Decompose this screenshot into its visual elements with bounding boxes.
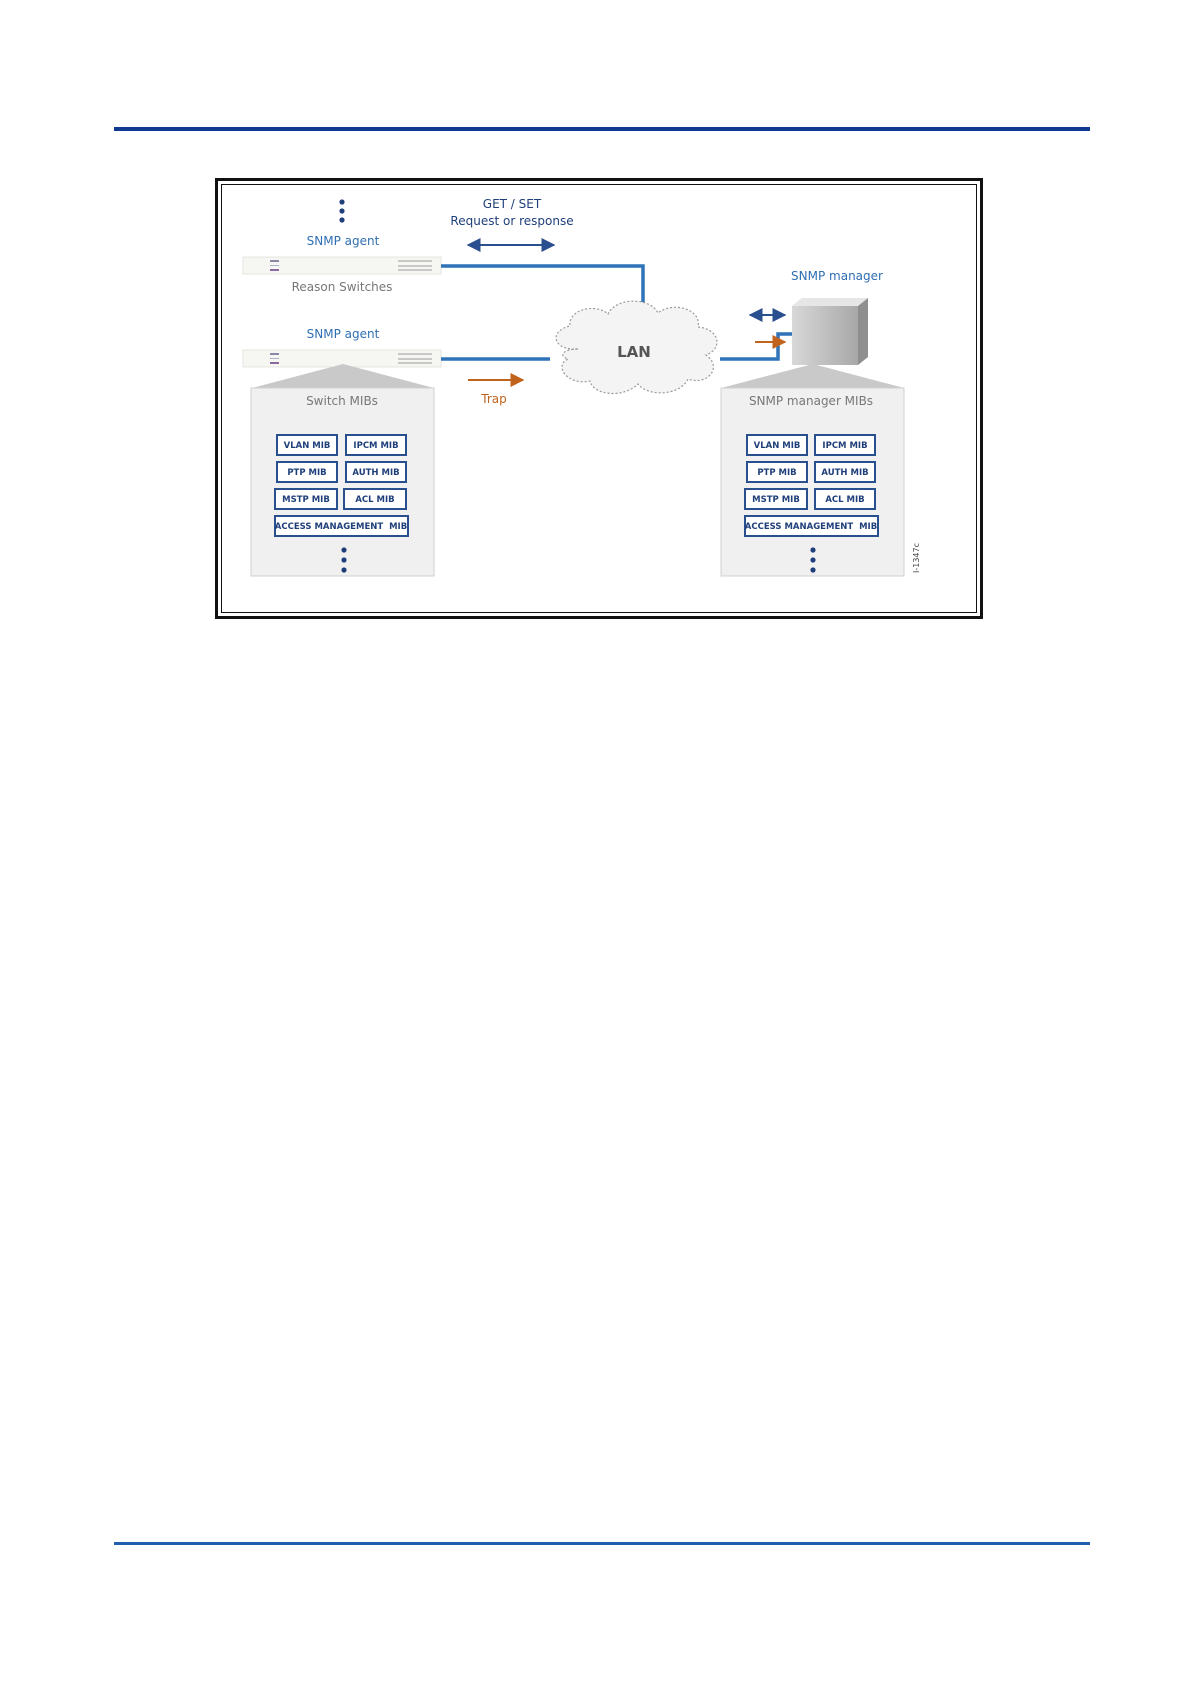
trap-label: Trap (480, 392, 506, 406)
header-rule (114, 127, 1090, 131)
manager-mib-vlan: VLAN MIB (747, 435, 807, 455)
switch-mib-ptp: PTP MIB (277, 462, 337, 482)
svg-text:MSTP MIB: MSTP MIB (282, 495, 330, 505)
manager-mib-auth: AUTH MIB (815, 462, 875, 482)
switch-mib-auth: AUTH MIB (346, 462, 406, 482)
manager-mib-mstp: MSTP MIB (745, 489, 807, 509)
manager-server-icon (792, 298, 868, 365)
figure-frame: GET / SET Request or response SNMP agent… (215, 178, 983, 619)
switch-mib-acl: ACL MIB (344, 489, 406, 509)
switch-mibs-title: Switch MIBs (306, 394, 378, 408)
manager-mib-ipcm: IPCM MIB (815, 435, 875, 455)
ellipsis-dots-switch-mibs (341, 547, 346, 572)
ellipsis-dots-manager-mibs (810, 547, 815, 572)
svg-text:MSTP MIB: MSTP MIB (752, 495, 800, 505)
svg-text:ACCESS MANAGEMENT MIB: ACCESS MANAGEMENT MIB (275, 522, 407, 532)
get-set-label: GET / SET (483, 197, 542, 211)
switch-mib-ipcm: IPCM MIB (346, 435, 406, 455)
footer-rule (114, 1542, 1090, 1545)
svg-text:ACL MIB: ACL MIB (355, 495, 394, 505)
svg-text:VLAN MIB: VLAN MIB (284, 441, 331, 451)
switch-mib-mstp: MSTP MIB (275, 489, 337, 509)
ellipsis-dots-top (339, 199, 344, 222)
svg-text:IPCM MIB: IPCM MIB (822, 441, 867, 451)
lan-label: LAN (617, 343, 651, 361)
svg-text:AUTH MIB: AUTH MIB (821, 468, 868, 478)
svg-text:PTP MIB: PTP MIB (287, 468, 326, 478)
svg-text:ACL MIB: ACL MIB (825, 495, 864, 505)
figure-id: I-1347c (912, 543, 921, 573)
svg-text:VLAN MIB: VLAN MIB (754, 441, 801, 451)
svg-text:PTP MIB: PTP MIB (757, 468, 796, 478)
snmp-manager-label: SNMP manager (791, 269, 883, 283)
manager-mibs-title: SNMP manager MIBs (749, 394, 873, 408)
request-response-label: Request or response (450, 214, 573, 228)
manager-mib-acl: ACL MIB (815, 489, 875, 509)
switch-device-top (243, 257, 441, 274)
snmp-agent-bottom-label: SNMP agent (307, 327, 380, 341)
svg-text:IPCM MIB: IPCM MIB (353, 441, 398, 451)
snmp-diagram: GET / SET Request or response SNMP agent… (218, 181, 980, 616)
manager-mib-access-management: ACCESS MANAGEMENT MIB (745, 516, 878, 536)
switch-mib-vlan: VLAN MIB (277, 435, 337, 455)
svg-text:ACCESS MANAGEMENT MIB: ACCESS MANAGEMENT MIB (745, 522, 877, 532)
switch-mib-access-management: ACCESS MANAGEMENT MIB (275, 516, 408, 536)
snmp-agent-top-label: SNMP agent (307, 234, 380, 248)
manager-mib-ptp: PTP MIB (747, 462, 807, 482)
reason-switches-caption: Reason Switches (292, 280, 393, 294)
svg-text:AUTH MIB: AUTH MIB (352, 468, 399, 478)
